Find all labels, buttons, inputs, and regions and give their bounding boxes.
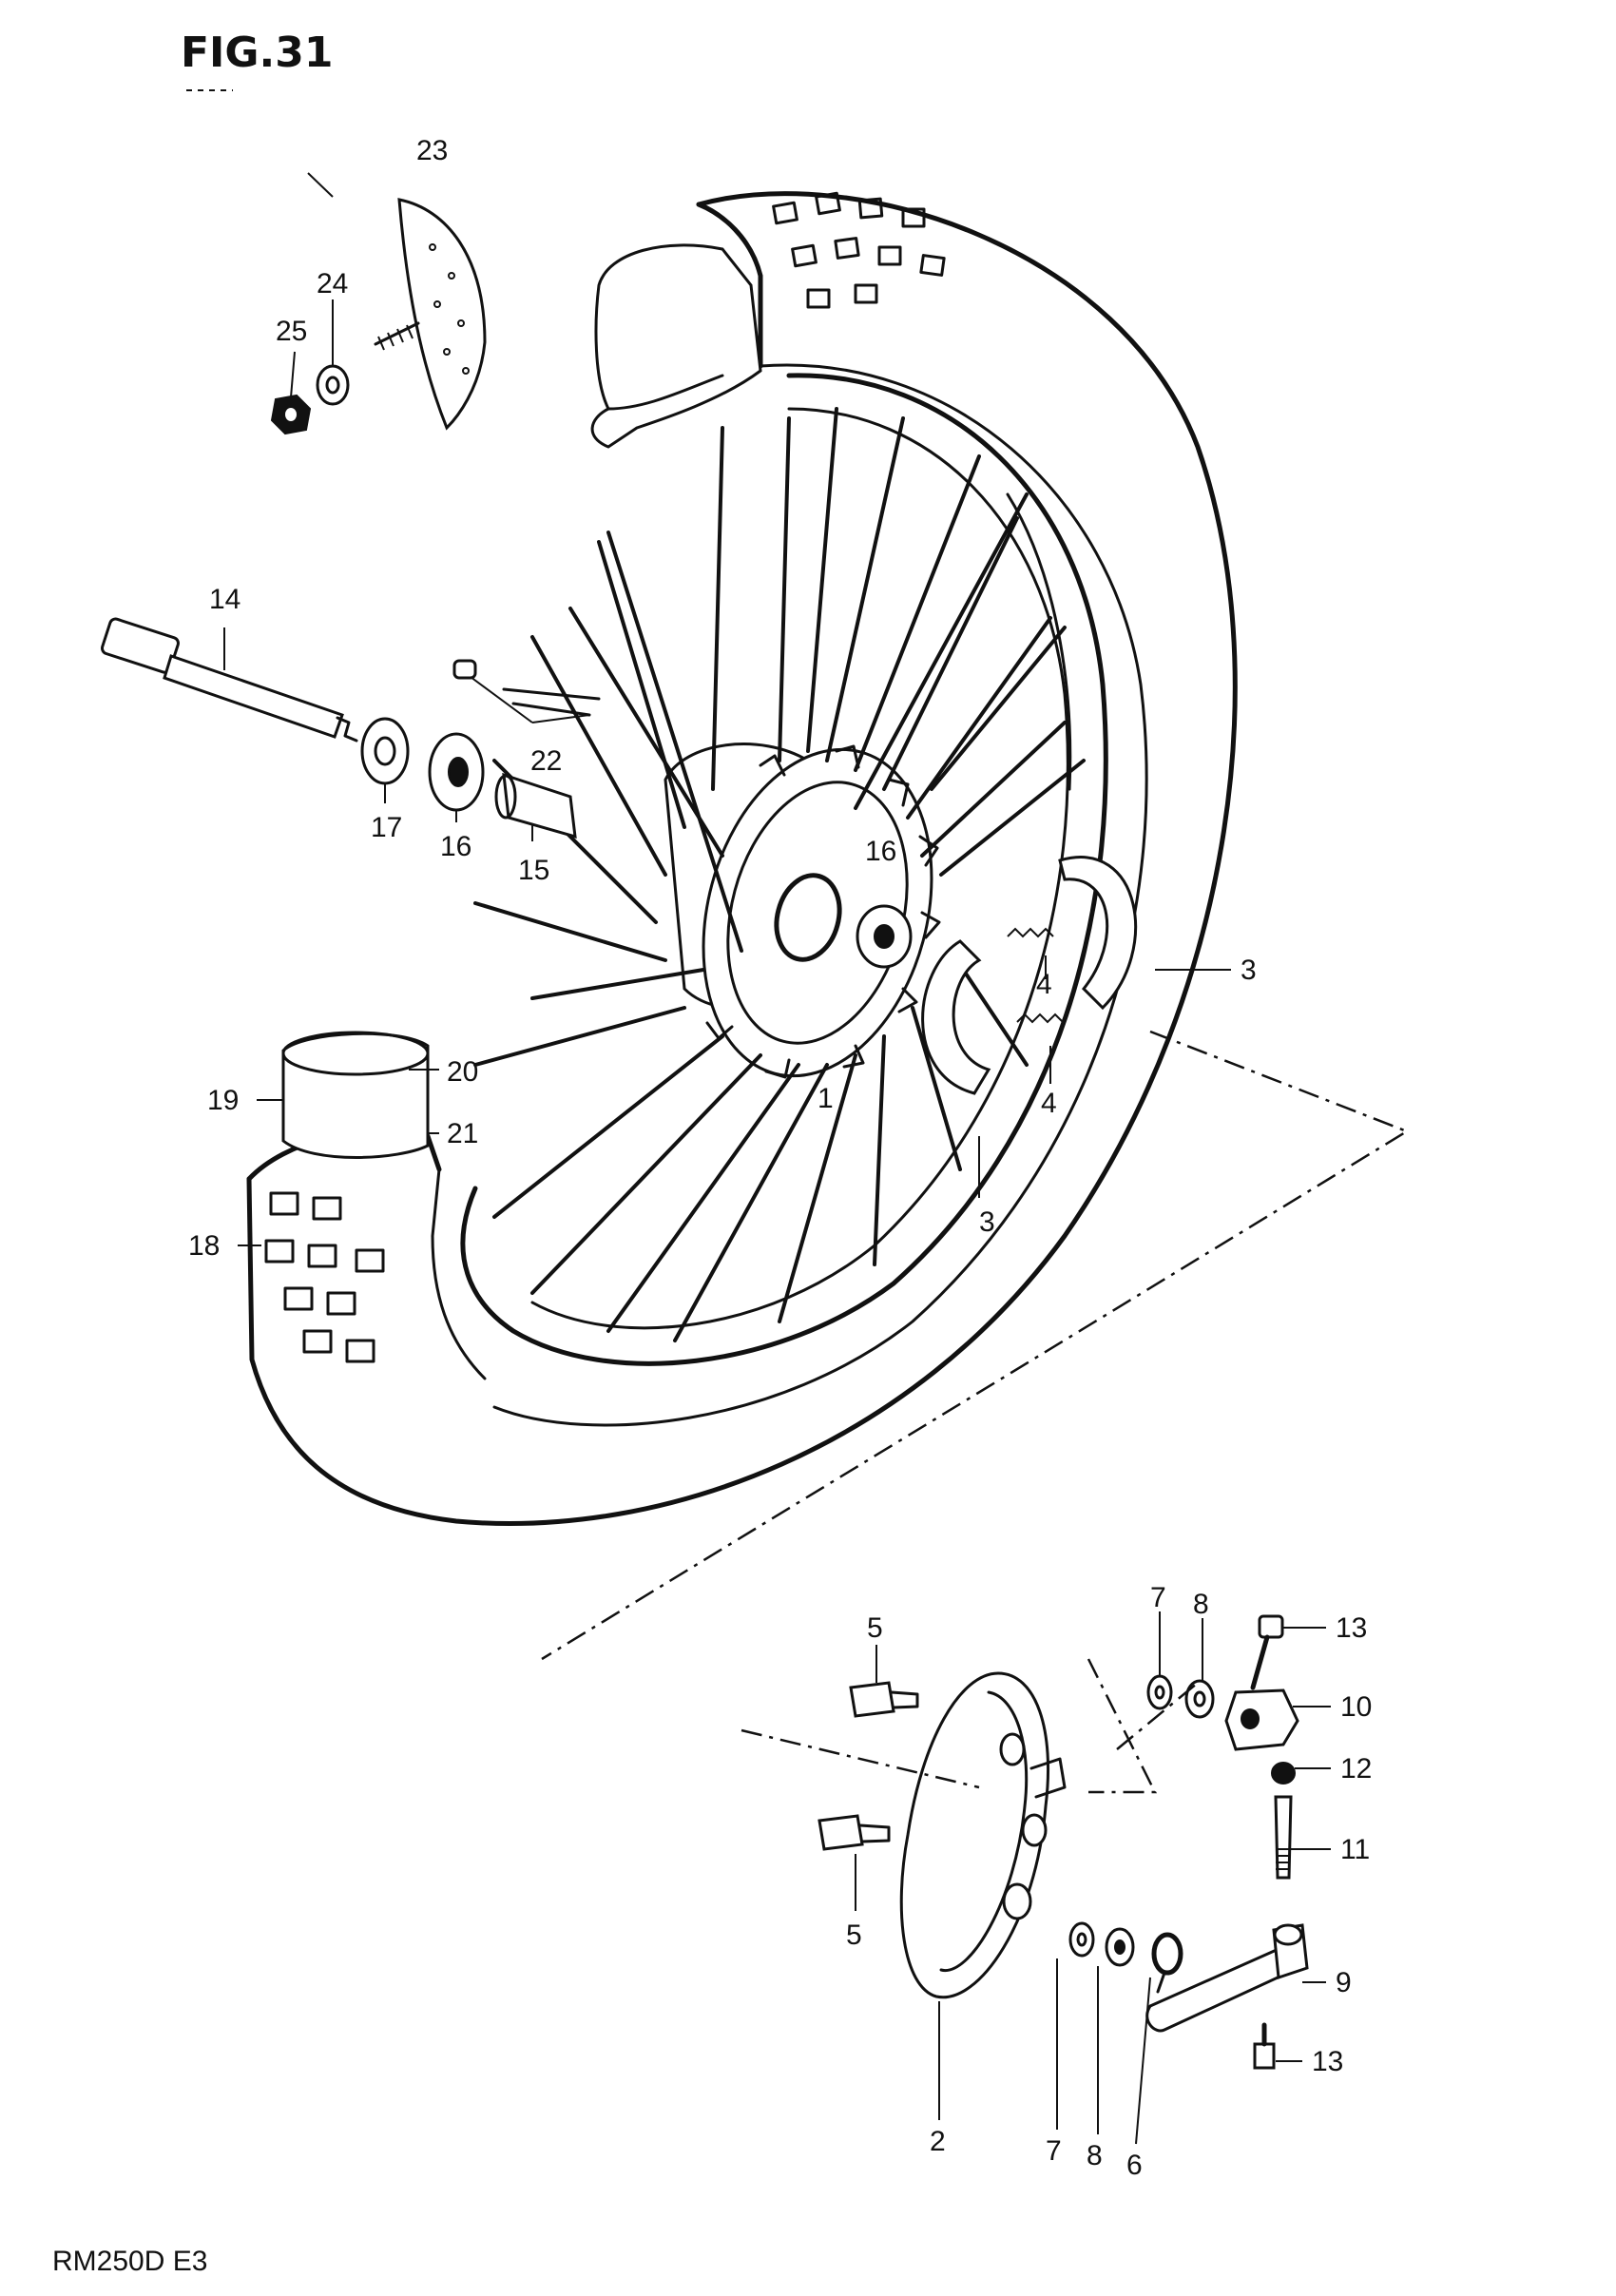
callout-24: 24 (317, 268, 348, 299)
callout-22: 22 (530, 745, 562, 777)
callout-16-hub: 16 (865, 836, 896, 867)
washer-7-top (1146, 1674, 1173, 1710)
model-code: RM250D E3 (52, 2246, 207, 2277)
washer-8-bottom (1105, 1927, 1135, 1967)
rim-lock-bolt (374, 321, 420, 351)
callout-8-bottom: 8 (1087, 2140, 1103, 2171)
callout-1: 1 (818, 1083, 834, 1114)
callout-13-top: 13 (1336, 1612, 1367, 1644)
axle-spacer-17 (360, 717, 410, 785)
callout-4-top: 4 (1036, 969, 1052, 1000)
callout-13-bottom: 13 (1312, 2046, 1343, 2077)
callout-16-left: 16 (440, 831, 471, 862)
stud-5-bottom (818, 1814, 891, 1851)
callout-21: 21 (447, 1118, 478, 1149)
washer-7-bottom (1068, 1921, 1095, 1958)
callout-8-top: 8 (1193, 1589, 1209, 1620)
axle-assembly (101, 617, 577, 839)
axle (101, 617, 358, 743)
callout-2: 2 (930, 2126, 946, 2157)
callout-labels: 23 24 25 14 22 17 16 15 16 3 4 4 1 3 20 … (188, 135, 1372, 2181)
cable-joint-10 (1224, 1688, 1299, 1751)
bolt-13-top (1250, 1614, 1284, 1690)
nut-12 (1271, 1762, 1296, 1785)
assembly-lines (541, 1030, 1410, 1794)
callout-9: 9 (1336, 1967, 1352, 1998)
callout-11: 11 (1340, 1834, 1370, 1865)
leader-lines (223, 172, 1331, 2145)
center-spacer-15 (494, 772, 577, 839)
rim-lock-23 (397, 198, 487, 431)
callout-10: 10 (1340, 1691, 1372, 1723)
washer-8-top (1184, 1679, 1215, 1719)
callout-14: 14 (209, 584, 240, 615)
callout-15: 15 (518, 855, 549, 886)
spokes (473, 407, 1086, 1342)
hub (664, 743, 941, 1079)
return-spring-6 (1151, 1932, 1183, 1994)
callout-4-bottom: 4 (1041, 1088, 1057, 1119)
nut-25 (270, 394, 312, 435)
callout-3-right: 3 (1241, 955, 1257, 986)
washer-24 (316, 364, 350, 406)
callout-25: 25 (276, 316, 307, 347)
callout-5-top: 5 (867, 1612, 883, 1644)
wheel-bearing-16 (428, 732, 485, 812)
rim-lock-set (270, 198, 487, 435)
stud-5-top (849, 1681, 919, 1718)
brake-cam-lever (1145, 1923, 1309, 2033)
brake-shoes (921, 856, 1138, 1095)
callout-23: 23 (416, 135, 448, 166)
callout-3-bottom: 3 (979, 1206, 995, 1238)
callout-17: 17 (371, 812, 402, 843)
bolt-13-bottom (1253, 2022, 1276, 2070)
callout-20: 20 (447, 1056, 478, 1088)
brake-panel (899, 1671, 1067, 1999)
figure-title: FIG.31 (181, 29, 334, 77)
inner-tube (281, 243, 762, 1159)
callout-12: 12 (1340, 1753, 1372, 1785)
callout-6: 6 (1126, 2150, 1143, 2181)
callout-19: 19 (207, 1085, 239, 1116)
rod-11 (1274, 1795, 1293, 1880)
callout-7-bottom: 7 (1046, 2135, 1062, 2167)
spoke-nipples (452, 659, 601, 724)
callout-5-bottom: 5 (846, 1920, 862, 1951)
callout-18: 18 (188, 1230, 220, 1262)
callout-7-top: 7 (1150, 1582, 1166, 1613)
rim (460, 373, 1108, 1366)
